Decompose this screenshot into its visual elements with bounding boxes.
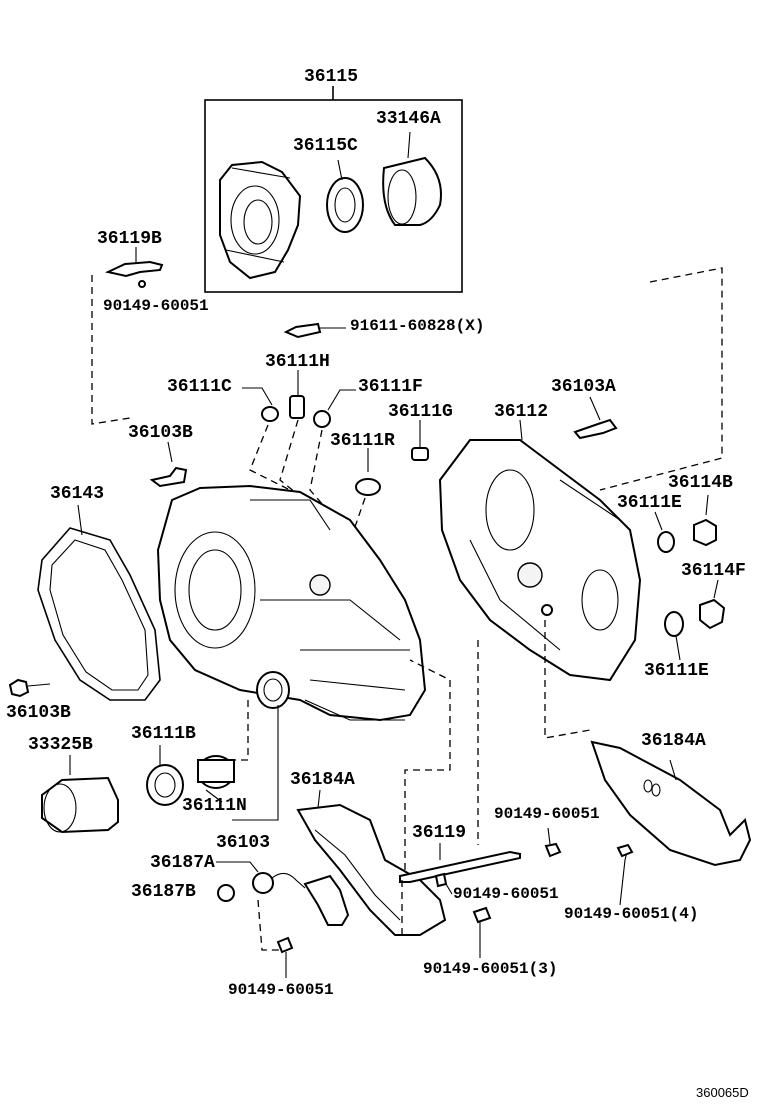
label-90149-60051-d: 90149-60051 bbox=[228, 981, 334, 999]
label-36103A: 36103A bbox=[551, 377, 616, 397]
bolt-36103B-left bbox=[8, 678, 51, 698]
label-36111R: 36111R bbox=[330, 431, 395, 451]
label-90149-60051-a: 90149-60051 bbox=[103, 297, 209, 315]
label-36112: 36112 bbox=[494, 402, 549, 422]
label-36111G: 36111G bbox=[388, 402, 453, 422]
bolt-91611 bbox=[283, 322, 346, 339]
protector-36184A-right bbox=[590, 740, 752, 906]
sleeve-33325B bbox=[41, 755, 119, 834]
label-36115C: 36115C bbox=[293, 136, 358, 156]
dashed-outline-right bbox=[544, 267, 723, 739]
label-90149-60051-3: 90149-60051(3) bbox=[423, 960, 558, 978]
assembly-box-36115 bbox=[204, 86, 463, 293]
label-36184A-middle: 36184A bbox=[290, 770, 355, 790]
bolt-36103B-top bbox=[149, 441, 188, 488]
transfer-case-36103 bbox=[156, 484, 427, 722]
gasket-36143 bbox=[37, 504, 161, 701]
label-90149-60051-c: 90149-60051 bbox=[453, 885, 559, 903]
protector-36184A-middle bbox=[296, 789, 447, 936]
label-36114F: 36114F bbox=[681, 561, 746, 581]
bracket-36119B bbox=[91, 247, 164, 425]
label-36119: 36119 bbox=[412, 823, 467, 843]
sensor-36187A bbox=[216, 861, 350, 978]
label-36114B: 36114B bbox=[668, 473, 733, 493]
label-36115: 36115 bbox=[304, 67, 359, 87]
rod-36119 bbox=[399, 640, 521, 935]
diagram-code: 360065D bbox=[696, 1085, 749, 1100]
label-36119B: 36119B bbox=[97, 229, 162, 249]
label-36111C: 36111C bbox=[167, 377, 232, 397]
label-33325B: 33325B bbox=[28, 735, 93, 755]
label-36103B-left: 36103B bbox=[6, 703, 71, 723]
label-90149-60051-4: 90149-60051(4) bbox=[564, 905, 699, 923]
label-36111E-top: 36111E bbox=[617, 493, 682, 513]
bolts-90149-middle bbox=[434, 827, 562, 958]
label-36187B: 36187B bbox=[131, 882, 196, 902]
label-33146A: 33146A bbox=[376, 109, 441, 129]
case-half-36112 bbox=[438, 419, 642, 682]
label-36111B: 36111B bbox=[131, 724, 196, 744]
parts-36114F-36111E bbox=[664, 579, 726, 661]
label-90149-60051-b: 90149-60051 bbox=[494, 805, 600, 823]
label-36184A-right: 36184A bbox=[641, 731, 706, 751]
seals-36111B-36111N bbox=[146, 700, 279, 821]
label-36111N: 36111N bbox=[182, 796, 247, 816]
label-36103: 36103 bbox=[216, 833, 271, 853]
parts-36114B-36111E bbox=[654, 494, 717, 553]
label-36187A: 36187A bbox=[150, 853, 215, 873]
label-91611-60828x: 91611-60828(X) bbox=[350, 317, 485, 335]
bolt-36103A bbox=[573, 396, 618, 440]
label-36143: 36143 bbox=[50, 484, 105, 504]
label-36103B-top: 36103B bbox=[128, 423, 193, 443]
label-36111H: 36111H bbox=[265, 352, 330, 372]
small-plugs bbox=[242, 370, 356, 531]
label-36111E-bottom: 36111E bbox=[644, 661, 709, 681]
label-36111F: 36111F bbox=[358, 377, 423, 397]
